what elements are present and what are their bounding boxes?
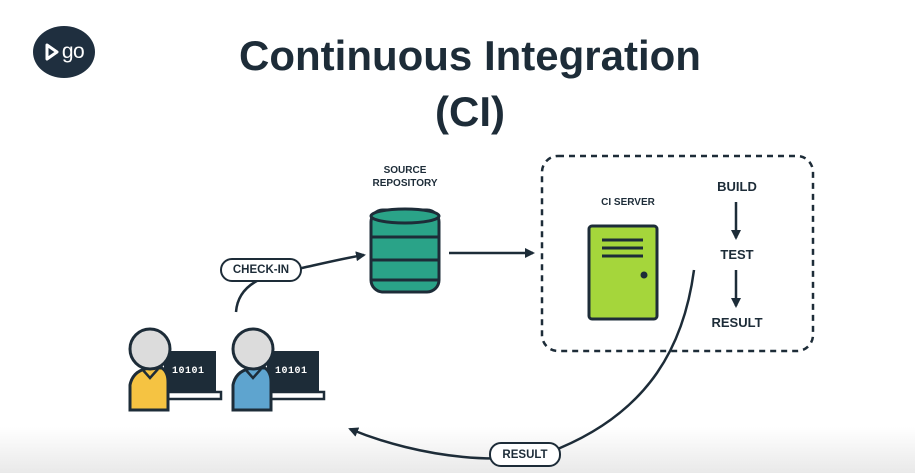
logo-text: go <box>61 40 85 63</box>
developer-1-code: 10101 <box>172 366 205 377</box>
laptop-2 <box>267 351 319 393</box>
play-chevron-icon <box>45 43 59 61</box>
developer-1 <box>128 327 223 412</box>
test-step-label: TEST <box>720 247 754 262</box>
developer-1-shirt <box>128 366 170 412</box>
developer-2-code: 10101 <box>275 366 308 377</box>
page-title: Continuous Integration <box>239 32 701 79</box>
developer-2 <box>231 327 326 412</box>
server-icon <box>587 224 659 321</box>
developer-2-shirt <box>231 366 273 412</box>
build-step-label: BUILD <box>717 179 757 194</box>
source-repository-label-line1: SOURCE <box>383 165 427 176</box>
laptop-1 <box>164 351 216 393</box>
developer-2-head <box>231 327 275 371</box>
ci-boundary <box>540 154 815 353</box>
result-pill: RESULT <box>489 442 561 467</box>
bottom-shadow <box>0 427 915 473</box>
ci-server-label: CI SERVER <box>601 197 655 208</box>
database-icon <box>369 207 441 294</box>
go-logo: go <box>33 26 95 78</box>
developer-1-head <box>128 327 172 371</box>
result-step-label: RESULT <box>711 315 763 330</box>
result-feedback-arrow <box>348 269 696 460</box>
page-subtitle: (CI) <box>435 88 505 135</box>
source-repository-label: SOURCE REPOSITORY <box>350 164 460 190</box>
source-repository-label-line2: REPOSITORY <box>372 178 438 189</box>
checkin-pill: CHECK-IN <box>220 258 302 282</box>
